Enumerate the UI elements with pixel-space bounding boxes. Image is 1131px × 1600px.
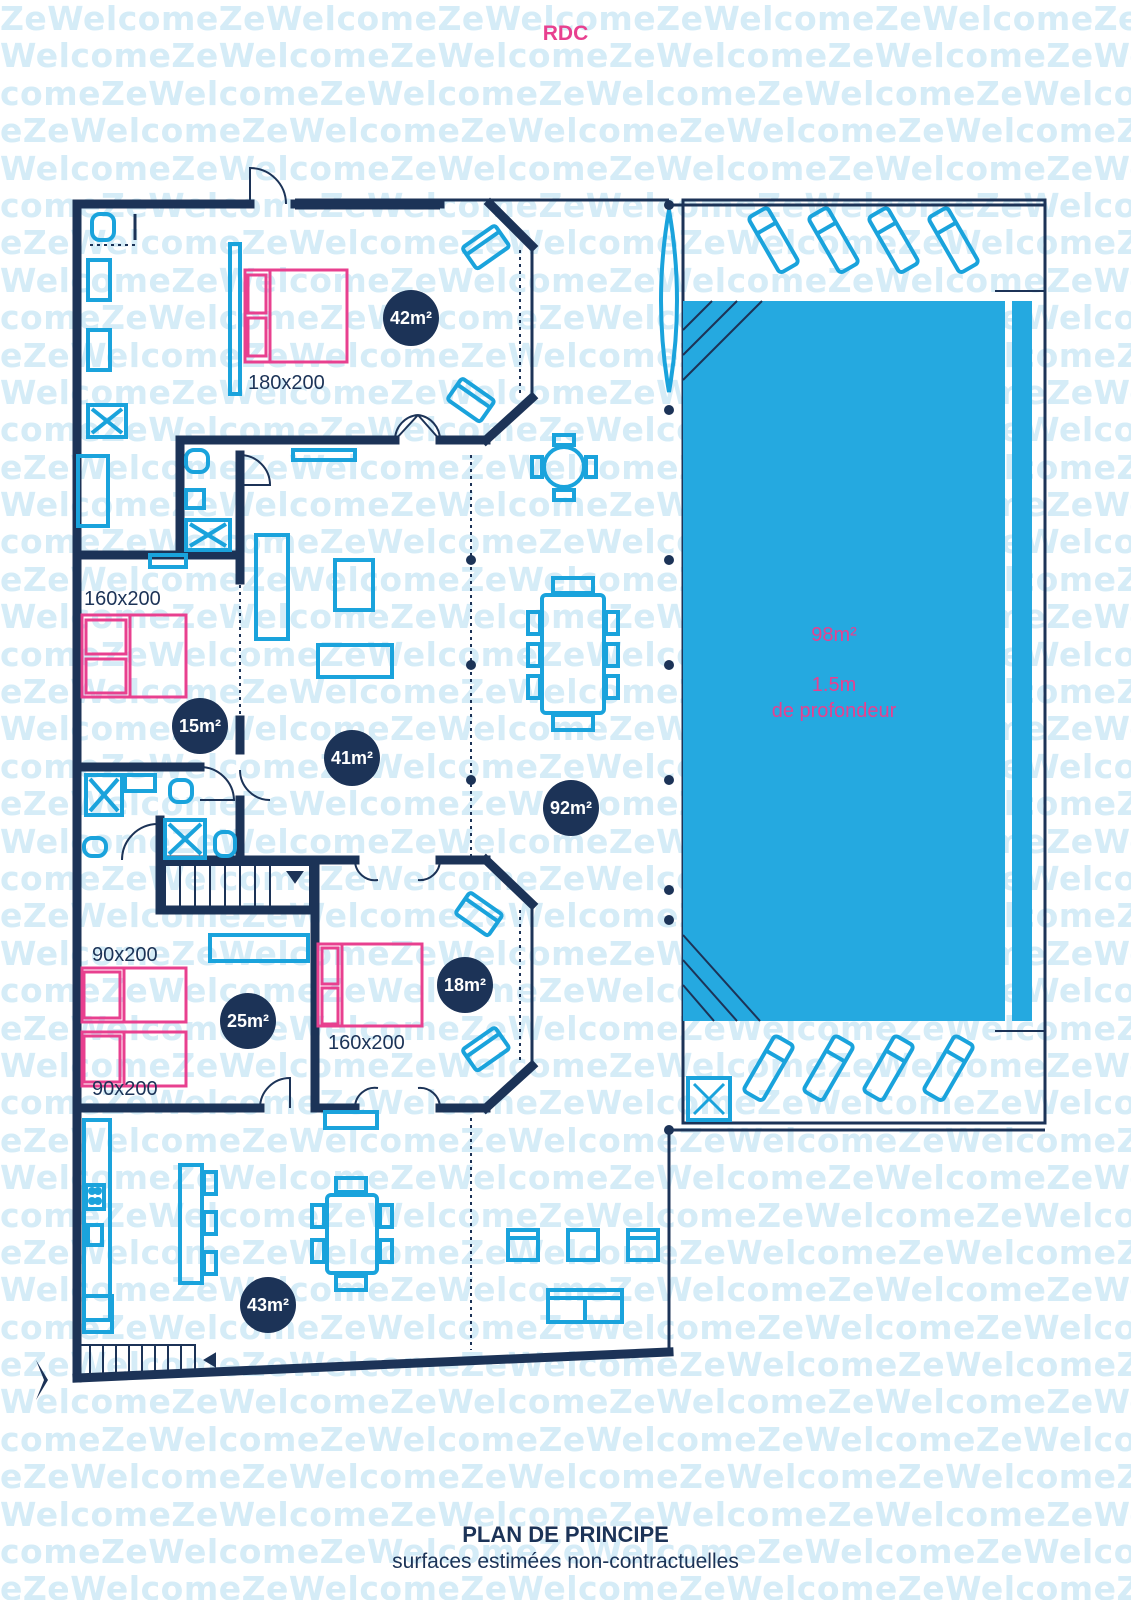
- beds: [80, 268, 424, 1088]
- outdoor-shower-icon: [686, 1076, 732, 1122]
- sun-loungers-bottom: [741, 1033, 977, 1104]
- area-badge-bedroom-4: 25m²: [220, 993, 276, 1049]
- watermark-line: WelcomeZeWelcomeZeWelcomeZeWelcomeZeWelc…: [0, 148, 1131, 188]
- area-badge-bedroom-2: 15m²: [172, 698, 228, 754]
- pool-depth-caption: de profondeur: [771, 700, 897, 722]
- watermark-line: comeZeWelcomeZeWelcomeZeWelcomeZeWelcome…: [0, 1532, 1131, 1572]
- entrance-steps: [76, 1344, 216, 1376]
- plan-title: PLAN DE PRINCIPE: [462, 1522, 669, 1547]
- pool-area-label: 98m²: [811, 624, 857, 646]
- area-badge-bedroom-3: 18m²: [437, 957, 493, 1013]
- stairs: [164, 864, 311, 908]
- area-badge-kitchen: 43m²: [240, 1277, 296, 1333]
- watermark-line: comeZeWelcomeZeWelcomeZeWelcomeZeWelcome…: [0, 1307, 1131, 1347]
- area-badge-master-bedroom: 42m²: [383, 290, 439, 346]
- entrance-arrow-icon: [36, 1360, 48, 1400]
- watermark-line: comeZeWelcomeZeWelcomeZeWelcomeZeWelcome…: [0, 1419, 1131, 1459]
- watermark-line: eZeWelcomeZeWelcomeZeWelcomeZeWelcomeZeW…: [0, 1569, 1131, 1600]
- bed-size-label: 160x200: [328, 1032, 405, 1054]
- watermark-line: eZeWelcomeZeWelcomeZeWelcomeZeWelcomeZeW…: [0, 111, 1131, 151]
- watermark-line: eZeWelcomeZeWelcomeZeWelcomeZeWelcomeZeW…: [0, 1457, 1131, 1497]
- plan-subtitle: surfaces estimées non-contractuelles: [392, 1550, 739, 1573]
- dotted-openings: [90, 244, 521, 1350]
- bed-size-label: 90x200: [92, 944, 158, 966]
- watermark-line: comeZeWelcomeZeWelcomeZeWelcomeZeWelcome…: [0, 73, 1131, 113]
- furniture: [76, 212, 660, 1334]
- bed-size-label: 180x200: [248, 372, 325, 394]
- level-title: RDC: [542, 22, 589, 45]
- sun-loungers-top: [746, 205, 982, 276]
- watermark-line: eZeWelcomeZeWelcomeZeWelcomeZeWelcomeZeW…: [0, 1232, 1131, 1272]
- watermark-line: comeZeWelcomeZeWelcomeZeWelcomeZeWelcome…: [0, 1195, 1131, 1235]
- pool: [659, 198, 1047, 1125]
- area-badge-terrace: 92m²: [543, 780, 599, 836]
- watermark-line: WelcomeZeWelcomeZeWelcomeZeWelcomeZeWelc…: [0, 260, 1131, 300]
- watermark-line: WelcomeZeWelcomeZeWelcomeZeWelcomeZeWelc…: [0, 1382, 1131, 1422]
- watermark-line: ZeWelcomeZeWelcomeZeWelcomeZeWelcomeZeWe…: [0, 0, 1131, 38]
- pool-depth-label: 1.5m: [811, 674, 857, 696]
- watermark-line: eZeWelcomeZeWelcomeZeWelcomeZeWelcomeZeW…: [0, 1120, 1131, 1160]
- door-swings: [121, 166, 442, 1109]
- plan-footer: PLAN DE PRINCIPE surfaces estimées non-c…: [0, 1522, 1131, 1574]
- watermark-line: WelcomeZeWelcomeZeWelcomeZeWelcomeZeWelc…: [0, 36, 1131, 76]
- fence-posts: [466, 200, 674, 1135]
- watermark-line: WelcomeZeWelcomeZeWelcomeZeWelcomeZeWelc…: [0, 1494, 1131, 1534]
- bed-size-label: 160x200: [84, 588, 161, 610]
- bed-size-label: 90x200: [92, 1078, 158, 1100]
- watermark-line: comeZeWelcomeZeWelcomeZeWelcomeZeWelcome…: [0, 1083, 1131, 1123]
- glazing: [295, 198, 669, 1066]
- area-badge-living: 41m²: [324, 730, 380, 786]
